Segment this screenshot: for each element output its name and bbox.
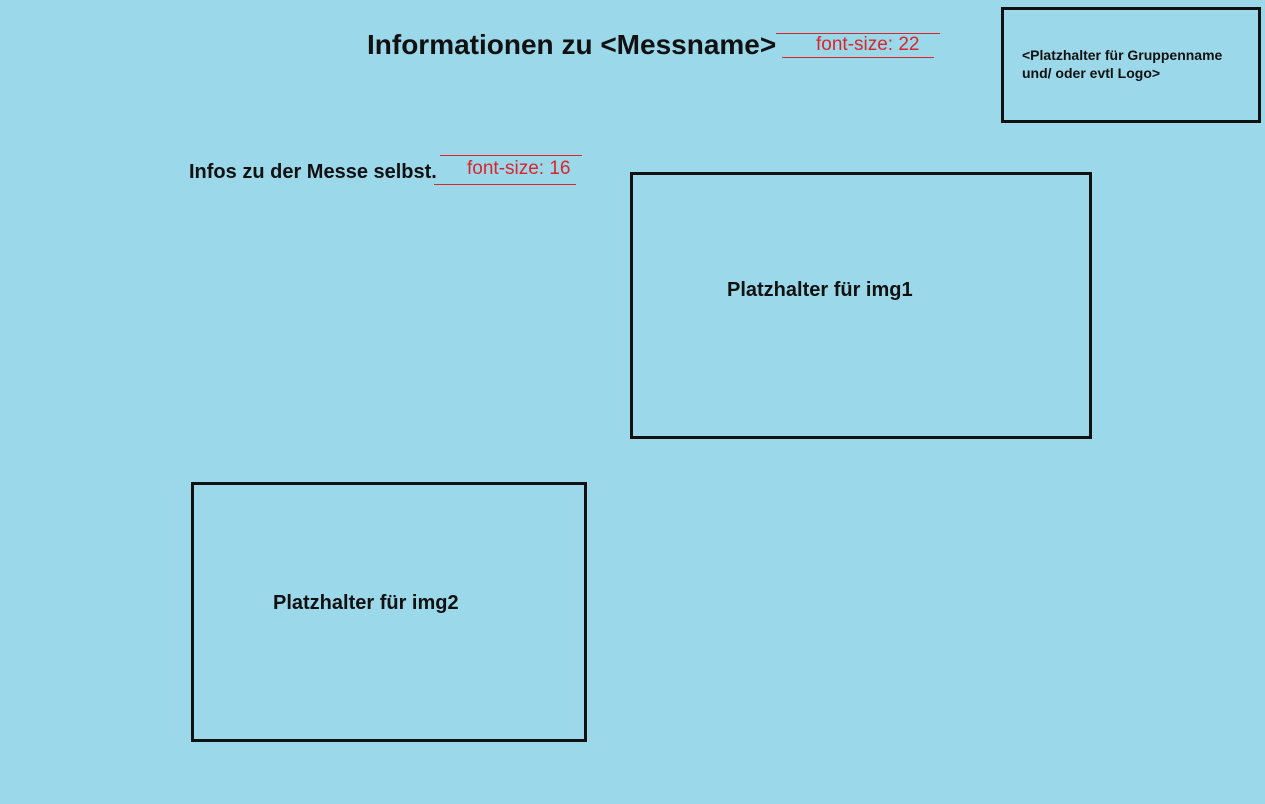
annotation-line — [434, 184, 576, 185]
annotation-line — [776, 33, 940, 34]
annotation-line — [782, 57, 934, 58]
image-placeholder-1-label: Platzhalter für img1 — [727, 279, 913, 301]
annotation-line — [440, 155, 582, 156]
logo-placeholder-box: <Platzhalter für Gruppenname und/ oder e… — [1001, 7, 1261, 123]
page-title: Informationen zu <Messname> — [367, 29, 777, 60]
info-font-size-annotation: font-size: 16 — [467, 158, 571, 179]
info-heading: Infos zu der Messe selbst. — [189, 161, 437, 183]
image-placeholder-2: Platzhalter für img2 — [191, 482, 587, 742]
image-placeholder-1: Platzhalter für img1 — [630, 172, 1092, 439]
image-placeholder-2-label: Platzhalter für img2 — [273, 592, 459, 614]
title-font-size-annotation: font-size: 22 — [816, 34, 920, 55]
logo-placeholder-text: <Platzhalter für Gruppenname und/ oder e… — [1022, 47, 1223, 81]
